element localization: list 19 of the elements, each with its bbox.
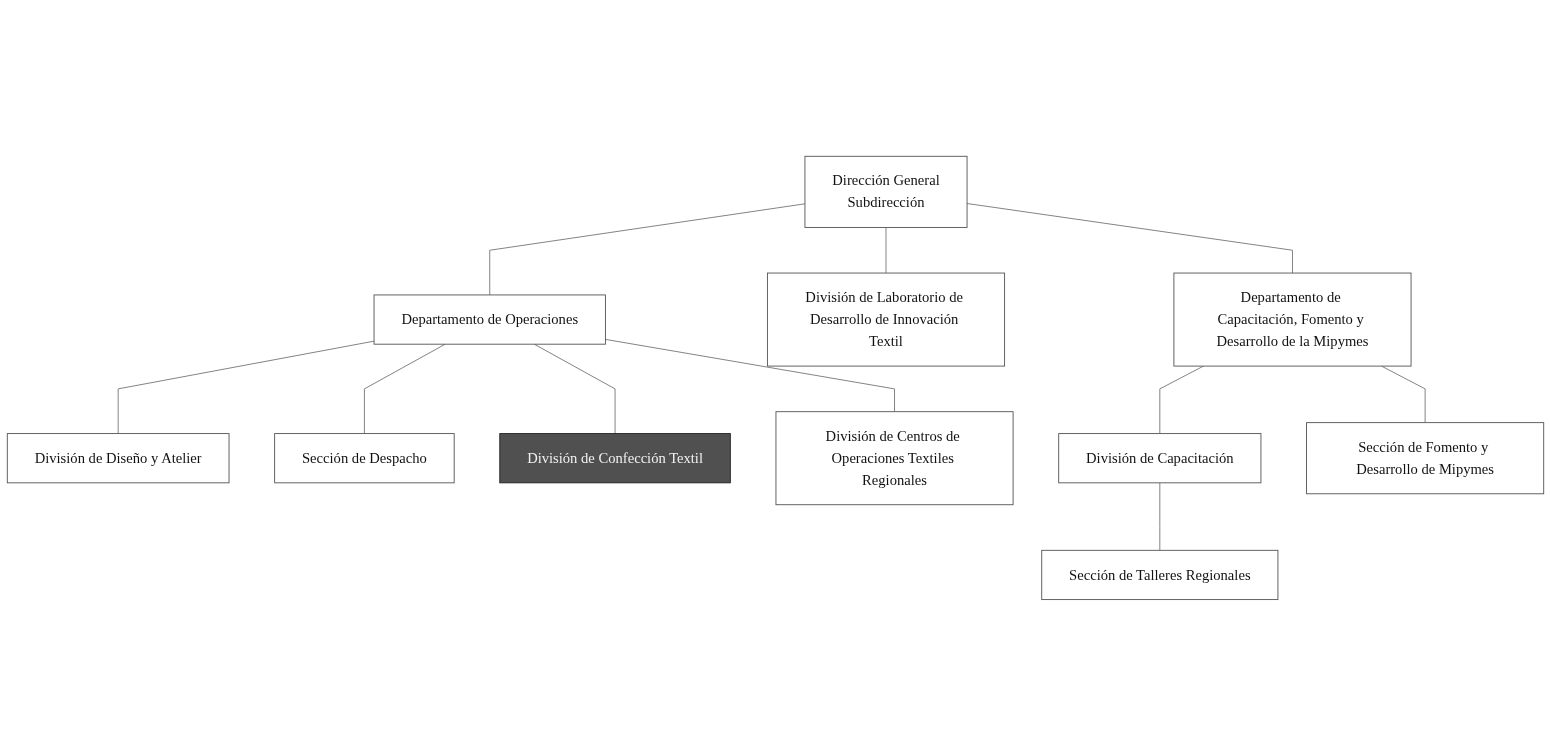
connector [966, 202, 1293, 274]
node-box: Sección de Talleres Regionales [1041, 549, 1279, 600]
node-box: División de Confección Textil [499, 432, 731, 483]
node-box: División de Capacitación [1058, 432, 1262, 483]
connector [117, 340, 375, 434]
node-box: Sección de Despacho [274, 432, 455, 483]
connector [489, 202, 806, 295]
connector [1159, 481, 1161, 551]
node-box: División de Laboratorio de Desarrollo de Innovación Textil [766, 272, 1006, 367]
connector [363, 343, 446, 434]
node-box: Departamento de Capacitación, Fomento y Desarrollo de la Mipymes [1173, 272, 1412, 367]
node-box: Departamento de Operaciones [373, 294, 606, 345]
node-box: Dirección General Subdirección [804, 155, 968, 228]
connector [885, 226, 887, 274]
connector [604, 338, 895, 412]
node-box: División de Centros de Operaciones Textiles Regionales [775, 410, 1014, 505]
node-box: Sección de Fomento y Desarrollo de Mipymes [1306, 421, 1545, 494]
node-box: División de Diseño y Atelier [6, 432, 230, 483]
connector [533, 343, 616, 434]
